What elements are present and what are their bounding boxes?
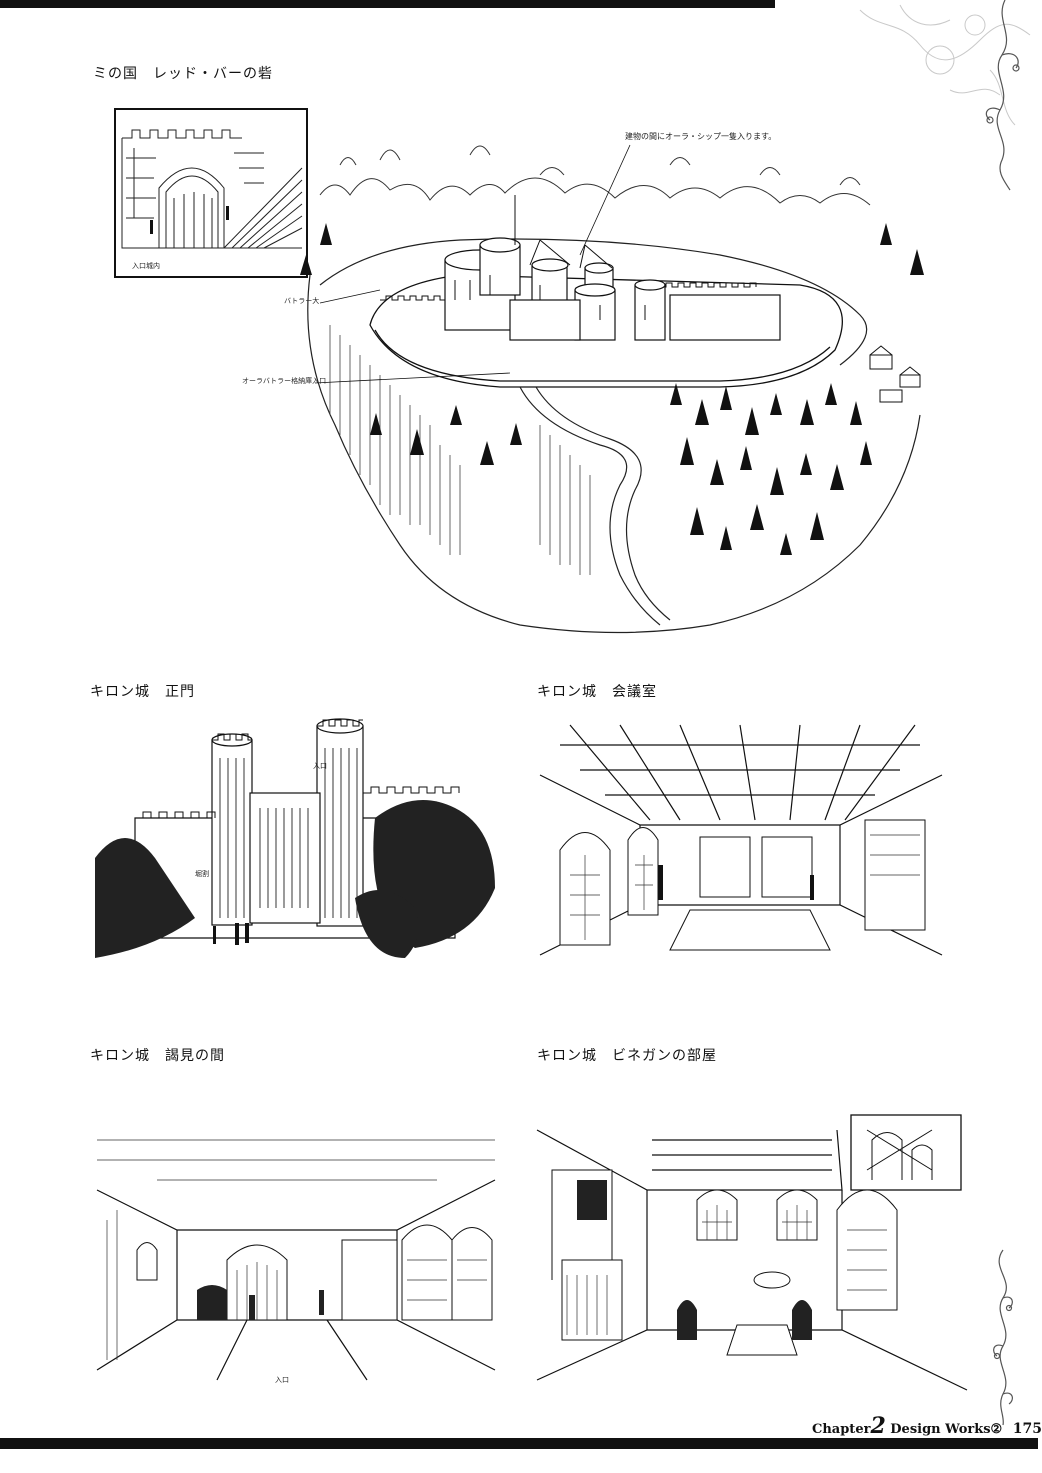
footer-chapter-word: Chapter <box>812 1422 871 1437</box>
footer: Chapter2 Design Works② 175 <box>812 1413 1042 1439</box>
gate-note-b: 堀割 <box>195 869 209 878</box>
kiron-main-gate-sketch: 入口 堀割 <box>95 698 495 964</box>
annotation-between-buildings: 建物の間にオーラ・シップ一隻入ります。 <box>625 131 776 141</box>
annotation-battery: バトラー大 <box>284 296 319 305</box>
caption-kiron-council-room: キロン城 会議室 <box>537 684 657 700</box>
red-bar-fortress-sketch: 建物の間にオーラ・シップ一隻入ります。 バトラー大 オーラバトラー格納庫入口 <box>240 125 950 640</box>
annotation-aura-battler-hangar: オーラバトラー格納庫入口 <box>242 376 326 385</box>
scroll-ornament <box>985 1249 1020 1426</box>
caption-red-bar-fortress: ミの国 レッド・バーの砦 <box>93 66 273 82</box>
kiron-council-room-sketch <box>539 715 943 967</box>
caption-kiron-main-gate: キロン城 正門 <box>90 684 195 700</box>
kiron-binegan-room-sketch <box>536 1110 968 1400</box>
floral-corner-ornament <box>840 0 1038 191</box>
hall-note: 入口 <box>275 1376 289 1384</box>
entrance-inset-sketch: 入口城内 <box>114 108 308 278</box>
footer-section-title: Design Works② <box>890 1422 1003 1437</box>
caption-kiron-audience-hall: キロン城 謁見の間 <box>90 1048 225 1064</box>
kiron-audience-hall-sketch: 入口 <box>96 1120 496 1384</box>
footer-chapter-number: 2 <box>870 1413 886 1439</box>
top-rule <box>0 0 775 8</box>
bottom-rule <box>0 1438 1038 1449</box>
caption-kiron-binegan-room: キロン城 ビネガンの部屋 <box>537 1048 717 1064</box>
gate-note-a: 入口 <box>313 762 327 770</box>
entrance-inset-label: 入口城内 <box>132 261 160 270</box>
page-number: 175 <box>1012 1421 1042 1437</box>
